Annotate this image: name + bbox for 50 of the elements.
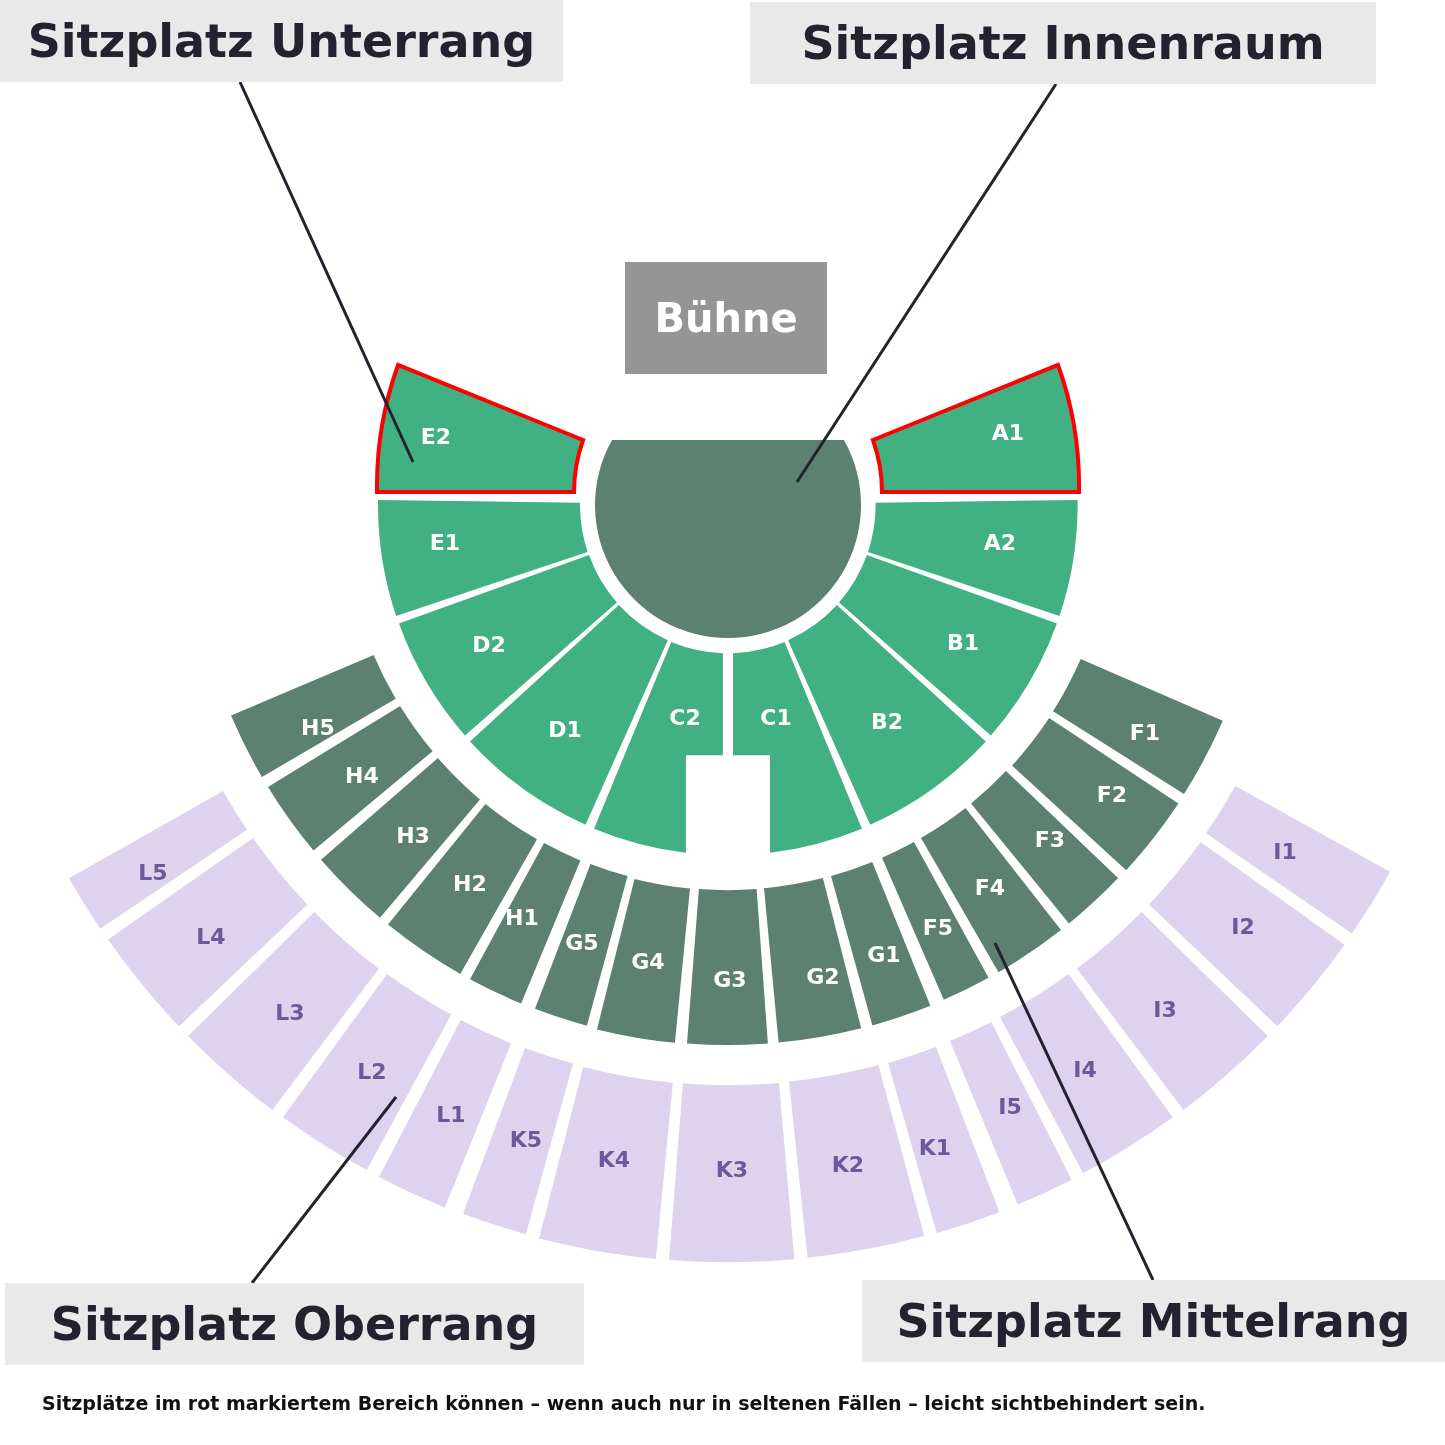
- section-label: I2: [1231, 916, 1255, 938]
- section-label: L4: [196, 926, 226, 948]
- leader-line: [238, 81, 415, 463]
- section-label: F3: [1034, 829, 1066, 851]
- section-label: A2: [983, 532, 1017, 554]
- section-label: H1: [505, 907, 539, 929]
- section-label: I5: [998, 1096, 1022, 1118]
- section-label: H3: [396, 825, 430, 847]
- section-label: H2: [453, 873, 487, 895]
- section-label: K5: [509, 1129, 543, 1151]
- section-label: D2: [472, 634, 506, 656]
- section-label: H5: [301, 717, 335, 739]
- section-label: K1: [918, 1137, 952, 1159]
- section-label: K4: [597, 1149, 631, 1171]
- leader-line: [993, 942, 1155, 1281]
- section-label: F1: [1129, 722, 1161, 744]
- stage: Bühne: [625, 262, 827, 374]
- section-label: H4: [345, 765, 379, 787]
- section-label: F5: [922, 917, 954, 939]
- section-label: A1: [991, 422, 1025, 444]
- section-label: K2: [831, 1154, 865, 1176]
- section-label: G2: [806, 966, 840, 988]
- footnote: Sitzplätze im rot markiertem Bereich können – wenn auch nur in seltenen Fällen – leicht sichtbehindert sein.: [42, 1392, 1206, 1415]
- category-label: Sitzplatz Unterrang: [0, 0, 563, 82]
- category-label: Sitzplatz Oberrang: [5, 1283, 584, 1365]
- section-label: I3: [1153, 999, 1177, 1021]
- category-label: Sitzplatz Innenraum: [750, 2, 1376, 84]
- section-label: D1: [548, 719, 582, 741]
- section-label: G3: [713, 969, 747, 991]
- section-label: L5: [138, 862, 168, 884]
- section-label: E1: [429, 532, 461, 554]
- section-label: I4: [1073, 1059, 1097, 1081]
- section-label: L3: [275, 1002, 305, 1024]
- section-label: L1: [436, 1104, 466, 1126]
- leader-line: [250, 1096, 398, 1284]
- section-label: C1: [760, 707, 792, 729]
- section-label: B2: [870, 711, 903, 733]
- section-label: G5: [565, 932, 599, 954]
- category-label: Sitzplatz Mittelrang: [862, 1280, 1445, 1362]
- section-label: K3: [715, 1159, 749, 1181]
- section-label: B1: [946, 632, 979, 654]
- section-label: I1: [1273, 841, 1297, 863]
- section-label: C2: [669, 707, 701, 729]
- section-label: G4: [631, 951, 665, 973]
- section-label: E2: [420, 426, 452, 448]
- leader-line: [795, 83, 1058, 483]
- section-label: L2: [357, 1061, 387, 1083]
- section-label: F2: [1096, 784, 1128, 806]
- section-label: F4: [974, 877, 1006, 899]
- section-label: G1: [867, 944, 901, 966]
